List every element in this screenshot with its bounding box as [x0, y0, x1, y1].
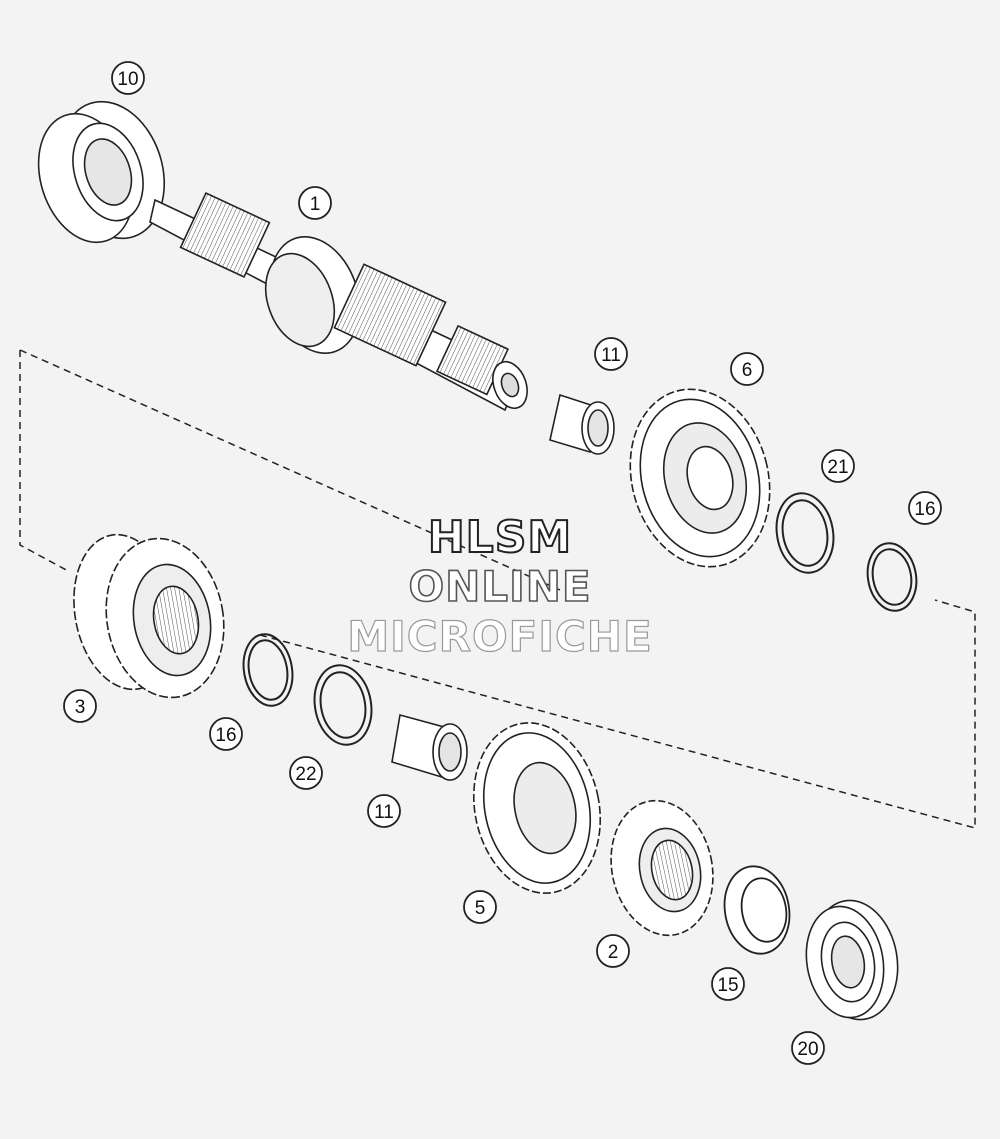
gear-part-6[interactable] [611, 373, 789, 582]
callout-6-label: 6 [742, 360, 753, 381]
callout-1[interactable]: 1 [298, 186, 332, 220]
callout-15-label: 15 [717, 975, 738, 996]
ring-part-21[interactable] [770, 489, 839, 578]
callout-2-label: 2 [608, 942, 619, 963]
callout-20-label: 20 [797, 1039, 818, 1060]
callout-11-upper[interactable]: 11 [594, 337, 628, 371]
bushing-part-11-lower[interactable] [391, 713, 468, 781]
callout-11-lower[interactable]: 11 [367, 794, 401, 828]
callout-1-label: 1 [310, 194, 321, 215]
callout-11-upper-label: 11 [601, 345, 621, 366]
watermark-line-1: HLSM [427, 511, 573, 564]
callout-22[interactable]: 22 [289, 756, 323, 790]
callout-3-label: 3 [75, 697, 86, 718]
callout-10[interactable]: 10 [111, 61, 145, 95]
bushing-part-11-upper[interactable] [549, 393, 615, 455]
callout-22-label: 22 [295, 764, 316, 785]
callout-20[interactable]: 20 [791, 1031, 825, 1065]
callout-21[interactable]: 21 [821, 449, 855, 483]
watermark-line-3: MICROFICHE [347, 611, 653, 661]
callout-3[interactable]: 3 [63, 689, 97, 723]
bearing-part-20[interactable] [798, 894, 907, 1027]
washer-part-22[interactable] [308, 661, 377, 750]
assembly-guide-lines [19, 349, 976, 829]
callout-16-upper[interactable]: 16 [908, 491, 942, 525]
callout-16-lower[interactable]: 16 [209, 717, 243, 751]
circlip-part-16-upper[interactable] [862, 539, 921, 614]
callout-10-label: 10 [117, 69, 138, 90]
callout-5-label: 5 [475, 898, 486, 919]
bearing-part-10[interactable] [23, 88, 181, 255]
gear-part-2[interactable] [599, 791, 725, 945]
double-gear-part-3[interactable] [62, 527, 236, 707]
callout-6[interactable]: 6 [730, 352, 764, 386]
thrust-washer-part-15[interactable] [718, 861, 796, 959]
main-shaft-part-1[interactable] [149, 191, 533, 413]
watermark-line-2: ONLINE [408, 561, 592, 612]
callout-2[interactable]: 2 [596, 934, 630, 968]
circlip-part-16-lower[interactable] [238, 630, 298, 709]
callout-5[interactable]: 5 [463, 890, 497, 924]
callout-16-upper-label: 16 [914, 499, 935, 520]
callout-15[interactable]: 15 [711, 967, 745, 1001]
callout-11-lower-label: 11 [374, 802, 394, 823]
callout-16-lower-label: 16 [215, 725, 236, 746]
callout-21-label: 21 [827, 457, 848, 478]
gear-part-5[interactable] [458, 711, 615, 905]
